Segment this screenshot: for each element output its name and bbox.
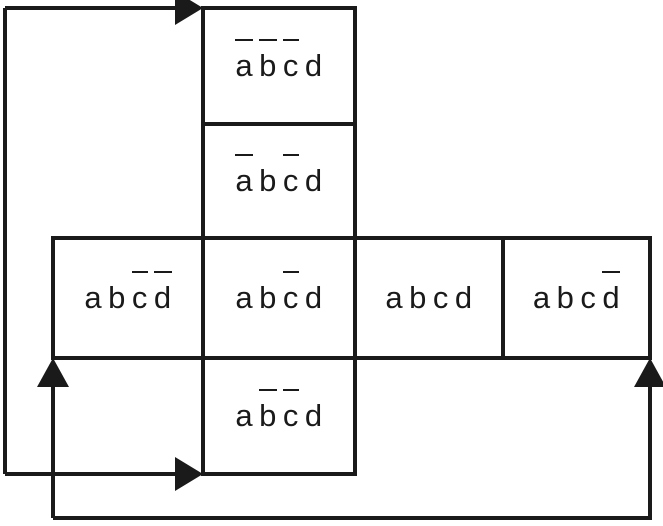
literal-d: d [304,48,323,83]
literal-a: a [532,280,551,315]
literal-b: b [409,280,427,315]
literal-d: d [304,280,323,315]
literal-b: b [108,280,126,315]
arrowhead-group [37,0,663,491]
cell-box-upper-middle[interactable] [201,122,357,240]
feedback-bottom-rail [53,366,652,520]
connector-group [3,6,652,520]
cell-box-row-right[interactable] [501,236,652,360]
literal-d: d [304,398,323,433]
literal-b-negated: b [256,38,280,84]
literal-c: c [432,280,449,315]
literal-c: c [580,280,597,315]
literal-c-negated: c [280,270,302,316]
literal-a: a [84,280,103,315]
literal-c-negated: c [129,270,151,316]
arrowhead-middle-up-icon [37,358,69,387]
literal-d: d [454,280,473,315]
cell-box-group [51,6,652,476]
literal-b-negated: b [256,388,280,434]
cell-box-row-center[interactable] [201,236,357,360]
arrowhead-right-up-icon [634,358,663,387]
literal-b: b [259,280,277,315]
literal-d-negated: d [151,270,175,316]
arrowhead-top-right-icon [175,0,203,25]
literal-a: a [385,280,404,315]
literal-d: d [304,163,323,198]
literal-b: b [556,280,575,315]
literal-d-negated: d [599,270,623,316]
literal-a: a [235,280,254,315]
literal-a-negated: a [232,38,256,84]
literal-c-negated: c [280,153,302,199]
arrowhead-bottom-right-icon [175,457,203,491]
cell-box-bottom[interactable] [201,356,357,476]
literal-a-negated: a [232,153,256,199]
literal-b: b [259,163,277,198]
literal-c-negated: c [280,388,302,434]
literal-c-negated: c [280,38,302,84]
literal-a: a [235,398,254,433]
